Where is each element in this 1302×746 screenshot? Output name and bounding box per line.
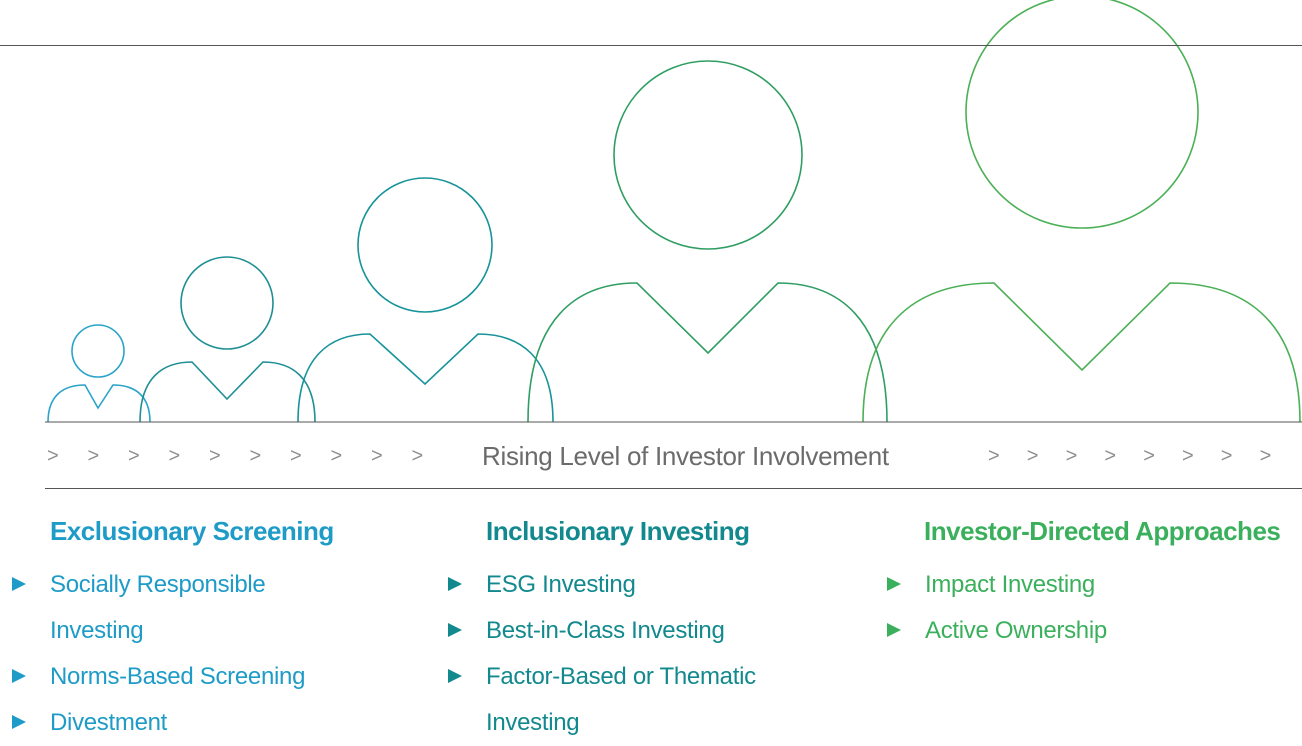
item-label: Investing (486, 709, 580, 736)
triangle-bullet-icon (12, 669, 26, 683)
item-label: ESG Investing (486, 571, 636, 598)
person-head (180, 256, 274, 350)
list-item: Socially Responsible (12, 562, 412, 608)
person-icon (297, 177, 554, 423)
person-head (965, 0, 1199, 229)
chevron-right-icon: > (249, 445, 262, 467)
item-label: Investing (50, 617, 144, 644)
item-list: ESG Investing Best-in-Class Investing Fa… (448, 562, 848, 746)
triangle-bullet-icon (12, 715, 26, 729)
item-label: Active Ownership (925, 617, 1107, 644)
person-icon (862, 0, 1301, 423)
list-item: Best-in-Class Investing (448, 608, 848, 654)
exclusionary-screening-column: Exclusionary Screening Socially Responsi… (12, 510, 412, 746)
item-list: Socially Responsible Investing Norms-Bas… (12, 562, 412, 746)
chevron-right-icon: > (1182, 445, 1194, 467)
person-head (71, 324, 125, 378)
triangle-bullet-icon (887, 623, 901, 637)
list-item: ESG Investing (448, 562, 848, 608)
person-icon (47, 324, 151, 423)
chevron-right-icon: > (87, 445, 100, 467)
person-body (47, 384, 151, 423)
top-rule (0, 45, 1302, 46)
investor-directed-approaches-column: Investor-Directed Approaches Impact Inve… (887, 510, 1302, 654)
column-heading: Exclusionary Screening (50, 516, 334, 546)
chevron-right-icon: > (290, 445, 302, 467)
inclusionary-investing-column: Inclusionary Investing ESG Investing Bes… (448, 510, 848, 746)
person-body (527, 282, 888, 423)
column-heading: Investor-Directed Approaches (924, 516, 1281, 546)
list-item: Active Ownership (887, 608, 1302, 654)
chevron-right-icon: > (1026, 445, 1039, 467)
triangle-bullet-icon (12, 577, 26, 591)
triangle-bullet-icon (887, 577, 901, 591)
chevron-right-icon: > (47, 445, 59, 467)
chevron-right-icon: > (209, 445, 221, 467)
person-icon (139, 256, 316, 423)
item-label: Factor-Based or Thematic (486, 663, 756, 690)
item-label: Norms-Based Screening (50, 663, 306, 690)
person-body (139, 361, 316, 423)
item-label: Impact Investing (925, 571, 1095, 598)
chevron-right-icon: > (1220, 445, 1233, 467)
chevron-right-icon: > (128, 445, 140, 467)
investor-figures (45, 0, 1302, 423)
list-item: Norms-Based Screening (12, 654, 412, 700)
item-label: Socially Responsible (50, 571, 266, 598)
item-label: Divestment (50, 709, 168, 736)
bottom-rule (45, 488, 1302, 489)
chevron-right-icon: > (1143, 445, 1155, 467)
item-label: Best-in-Class Investing (486, 617, 725, 644)
chevron-right-icon: > (411, 445, 424, 467)
chevron-right-icon: > (1259, 445, 1272, 467)
triangle-bullet-icon (448, 669, 462, 683)
triangle-bullet-icon (448, 623, 462, 637)
person-head (357, 177, 493, 313)
chevron-right-icon: > (371, 445, 383, 467)
list-item: Impact Investing (887, 562, 1302, 608)
person-head (613, 60, 803, 250)
list-item: Factor-Based or Thematic (448, 654, 848, 700)
chevron-right-icon: > (330, 445, 343, 467)
person-body (297, 333, 554, 423)
column-heading: Inclusionary Investing (486, 516, 750, 546)
triangle-bullet-icon (448, 577, 462, 591)
list-item: Divestment (12, 700, 412, 746)
chevron-right-icon: > (1065, 445, 1078, 467)
item-list: Impact Investing Active Ownership (887, 562, 1302, 654)
person-icon (527, 60, 888, 423)
chevron-right-icon: > (1104, 445, 1117, 467)
person-body (862, 282, 1301, 423)
axis-label: Rising Level of Investor Involvement (482, 441, 889, 471)
list-item: Investing (448, 700, 848, 746)
list-item: Investing (12, 608, 412, 654)
chevron-right-icon: > (168, 445, 181, 467)
chevron-right-icon: > (988, 445, 1000, 467)
involvement-axis: > > > > > > > > > > Rising Level of Investor Invo… (0, 436, 1302, 476)
